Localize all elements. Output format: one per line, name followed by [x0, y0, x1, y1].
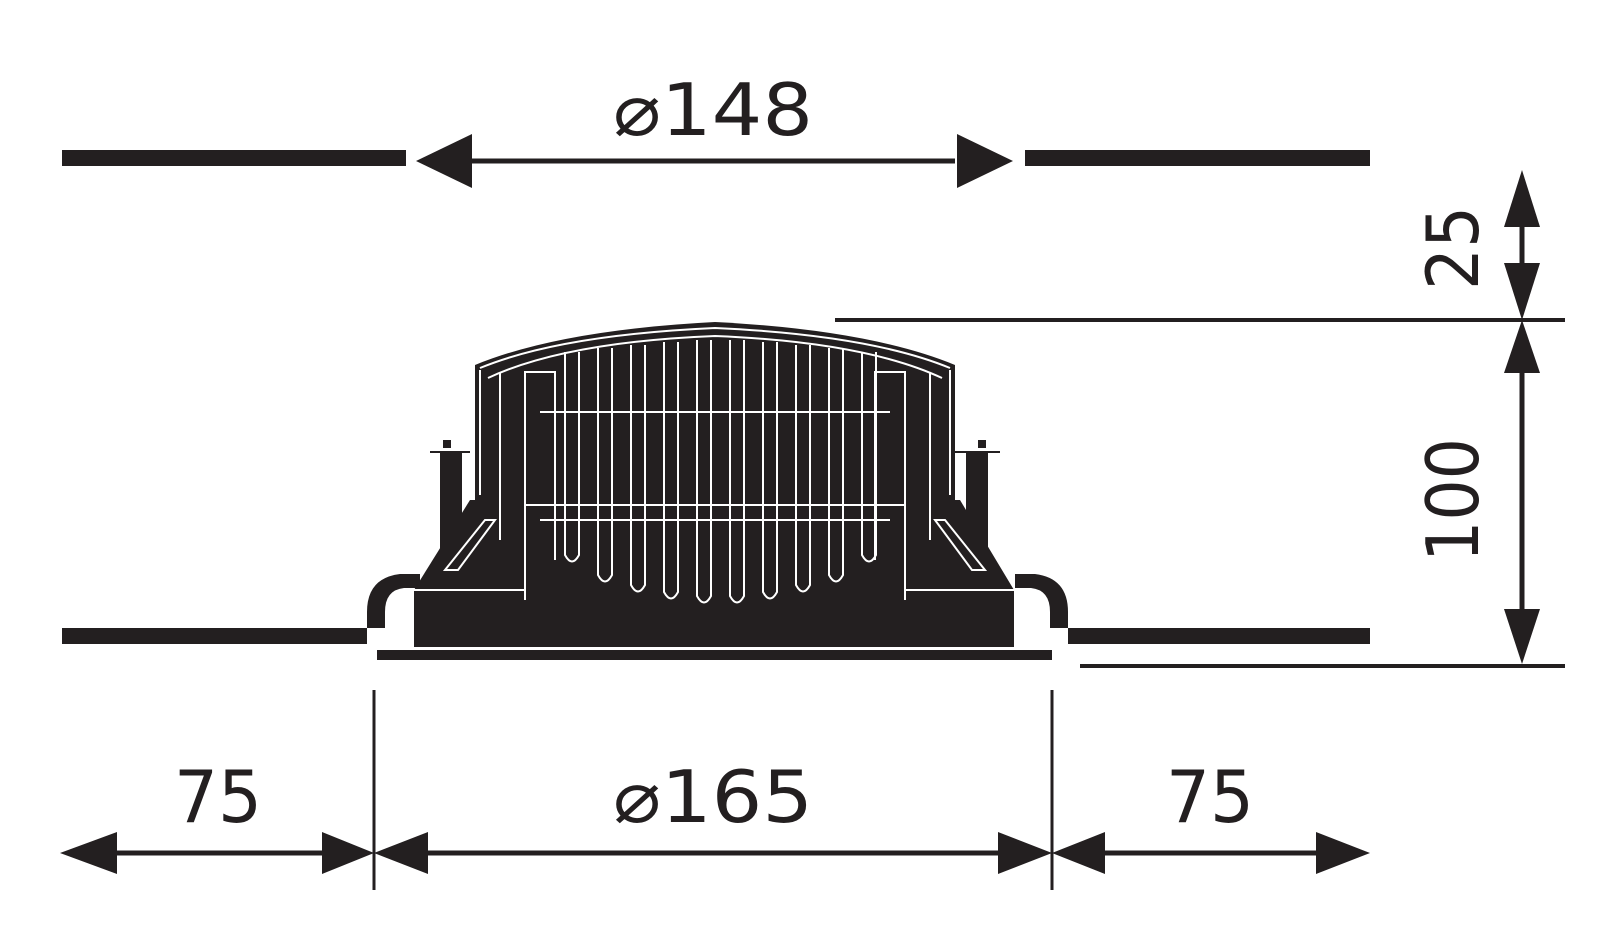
arrow-up-icon: [1504, 320, 1540, 373]
outer-diameter-label: ⌀165: [613, 755, 813, 839]
arrow-right-icon: [322, 832, 374, 874]
arrow-right-icon: [957, 134, 1013, 188]
arrow-left-icon: [416, 134, 472, 188]
spring-clip-left: [367, 574, 420, 628]
cutout-diameter-label: ⌀148: [613, 68, 813, 152]
clearance-height-label: 25: [1411, 206, 1495, 290]
arrow-left-icon: [60, 832, 117, 874]
arrow-right-icon: [1316, 832, 1370, 874]
left-clearance-label: 75: [174, 755, 262, 839]
ceiling-line-top-left: [62, 150, 406, 166]
arrow-left-icon: [374, 832, 428, 874]
trim-ring: [377, 650, 1052, 660]
ceiling-line-bottom-left: [62, 628, 367, 644]
right-clearance-label: 75: [1166, 755, 1254, 839]
arrow-right-icon: [998, 832, 1052, 874]
bottom-dimensions: 75 ⌀165 75: [60, 690, 1370, 890]
height-dimensions: 25 100: [835, 170, 1565, 668]
arrow-down-icon: [1504, 263, 1540, 320]
arrow-left-icon: [1052, 832, 1105, 874]
cutout-diameter-dimension: ⌀148: [62, 68, 1370, 188]
arrow-up-icon: [1504, 170, 1540, 227]
spring-clip-right: [1015, 574, 1068, 628]
arrow-down-icon: [1504, 609, 1540, 664]
downlight-body: [367, 322, 1068, 660]
heat-sink-fins: [564, 340, 877, 604]
ceiling-line-top-right: [1025, 150, 1370, 166]
housing-base: [414, 589, 1014, 647]
housing-skirt: [414, 500, 1014, 590]
ceiling-line-bottom-right: [1068, 628, 1370, 644]
recess-height-label: 100: [1411, 438, 1495, 562]
